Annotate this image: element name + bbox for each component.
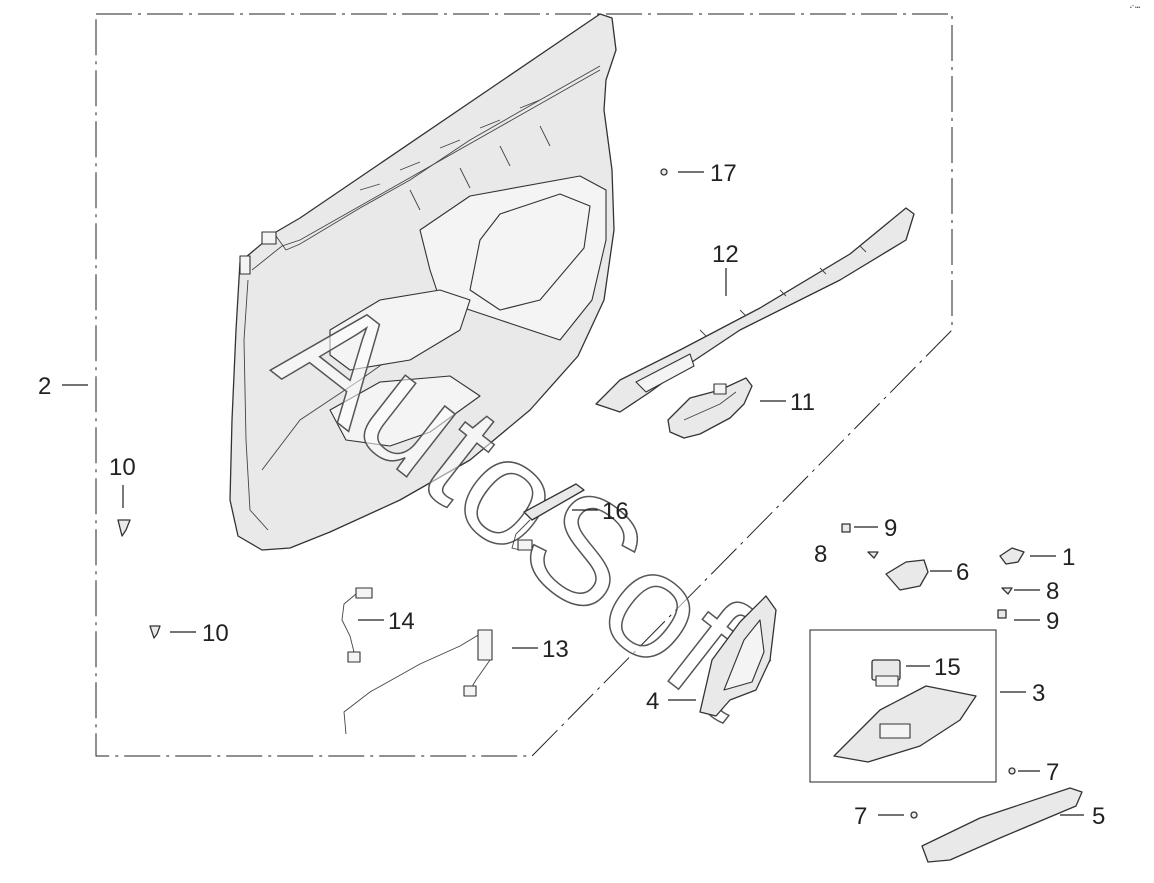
cable-13 (343, 629, 493, 735)
top-garnish-strip (595, 207, 915, 413)
callout-1: 1 (1062, 544, 1075, 571)
clip-10b (149, 625, 161, 639)
harness-module-16 (511, 483, 585, 551)
leader-lines (62, 171, 1084, 816)
switch-panel-box (809, 629, 997, 783)
callout-6: 6 (956, 559, 969, 586)
switch-bezel-panel (833, 685, 977, 763)
callout-labels: 2 10 10 17 12 11 16 14 13 9 8 6 1 8 9 15… (38, 160, 1105, 830)
assembly-boundary (95, 13, 953, 757)
screw-8b (1001, 587, 1013, 595)
callout-13: 13 (542, 636, 569, 663)
clip-10a (117, 519, 131, 537)
cap-1 (999, 547, 1025, 565)
lower-garnish (921, 787, 1083, 863)
callout-2: 2 (38, 373, 51, 400)
callout-4: 4 (646, 688, 659, 715)
screw-7b (910, 811, 918, 819)
callout-10-upper: 10 (109, 454, 136, 481)
callout-5: 5 (1092, 803, 1105, 830)
fastener-17 (660, 168, 668, 176)
cap-6 (885, 559, 929, 591)
nut-9b (997, 609, 1007, 619)
callout-7-upper: 7 (1046, 759, 1059, 786)
callout-7-lower: 7 (854, 803, 867, 830)
callout-15: 15 (934, 654, 961, 681)
callout-9-lower: 9 (1046, 608, 1059, 635)
callout-3: 3 (1032, 680, 1045, 707)
wire-harness-14 (341, 587, 373, 663)
callout-12: 12 (712, 241, 739, 268)
callout-9-upper: 9 (884, 515, 897, 542)
window-switch (871, 659, 901, 687)
door-trim-panel (229, 13, 617, 551)
pull-handle-cover (699, 595, 777, 717)
callout-8-lower: 8 (1046, 578, 1059, 605)
callout-8-upper: 8 (814, 541, 827, 568)
callout-14: 14 (388, 608, 415, 635)
callout-11: 11 (790, 389, 815, 416)
corner-mark: •'' ••• (1130, 5, 1141, 11)
screw-8a (867, 551, 879, 559)
callout-10-lower: 10 (202, 620, 229, 647)
nut-9a (841, 523, 851, 533)
callout-16: 16 (602, 498, 629, 525)
inside-door-handle (667, 377, 753, 439)
screw-7a (1008, 767, 1016, 775)
callout-17: 17 (710, 160, 737, 187)
